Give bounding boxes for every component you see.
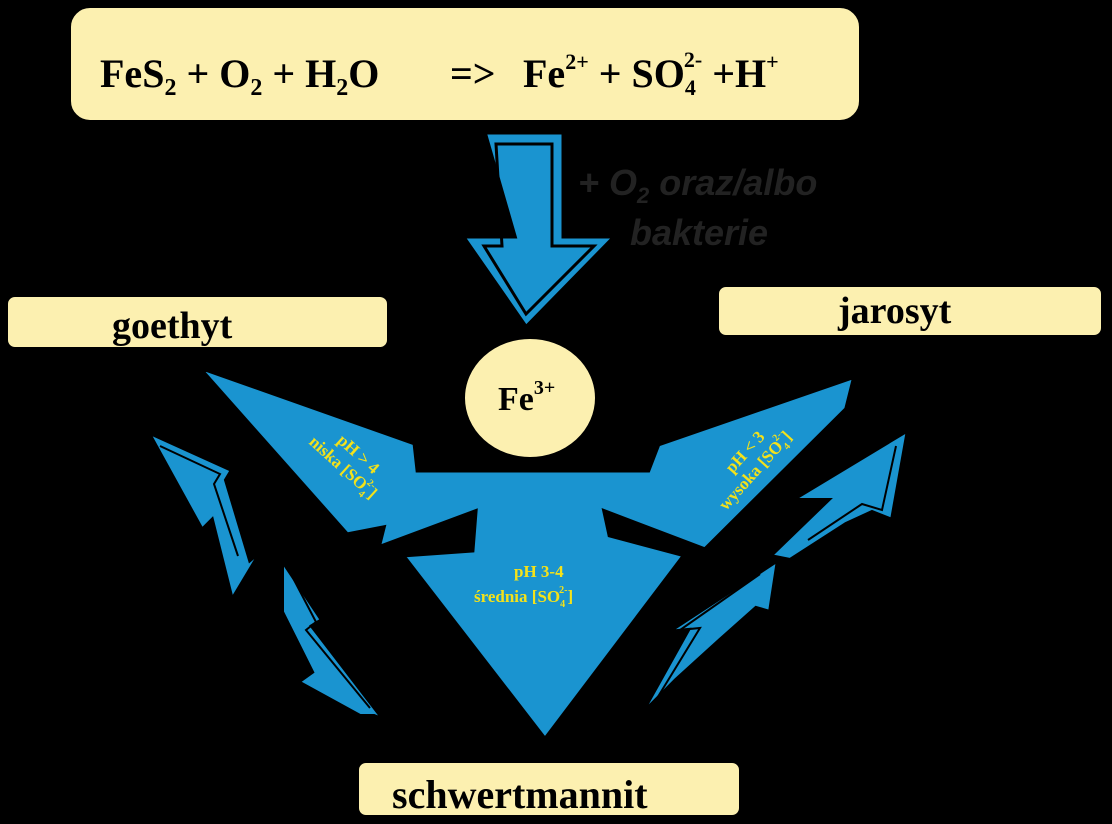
left-down-arrow	[280, 553, 391, 725]
jarosyt-box: jarosyt	[713, 281, 1108, 344]
equation-text: FeS2 + O2 + H2O	[100, 51, 379, 101]
condition-line1: + O2 oraz/albo	[578, 162, 817, 208]
schwertmannit-box: schwertmannit	[353, 757, 748, 824]
goethyt-box: goethyt	[2, 291, 395, 356]
equation-box: FeS2 + O2 + H2O => Fe2+ + SO42- +H+	[65, 2, 870, 130]
central-arrows	[195, 363, 862, 745]
condition-line2: bakterie	[630, 212, 768, 253]
ph-mid-line2: średnia [SO42-]	[474, 585, 573, 610]
right-down-arrow	[638, 555, 781, 718]
jarosyt-label: jarosyt	[837, 290, 952, 332]
fe3-label: Fe3+	[498, 377, 555, 418]
equation-arrow: =>	[450, 51, 496, 96]
schwertmannit-label: schwertmannit	[392, 772, 648, 817]
fe3-ellipse: Fe3+	[459, 333, 606, 467]
ph-mid-line1: pH 3-4	[514, 562, 564, 581]
equation-products: Fe2+ + SO42- +H+	[523, 47, 779, 100]
left-up-arrow	[143, 427, 264, 606]
goethyt-label: goethyt	[112, 305, 233, 347]
right-up-arrow	[765, 426, 911, 563]
down-arrow	[457, 129, 622, 332]
